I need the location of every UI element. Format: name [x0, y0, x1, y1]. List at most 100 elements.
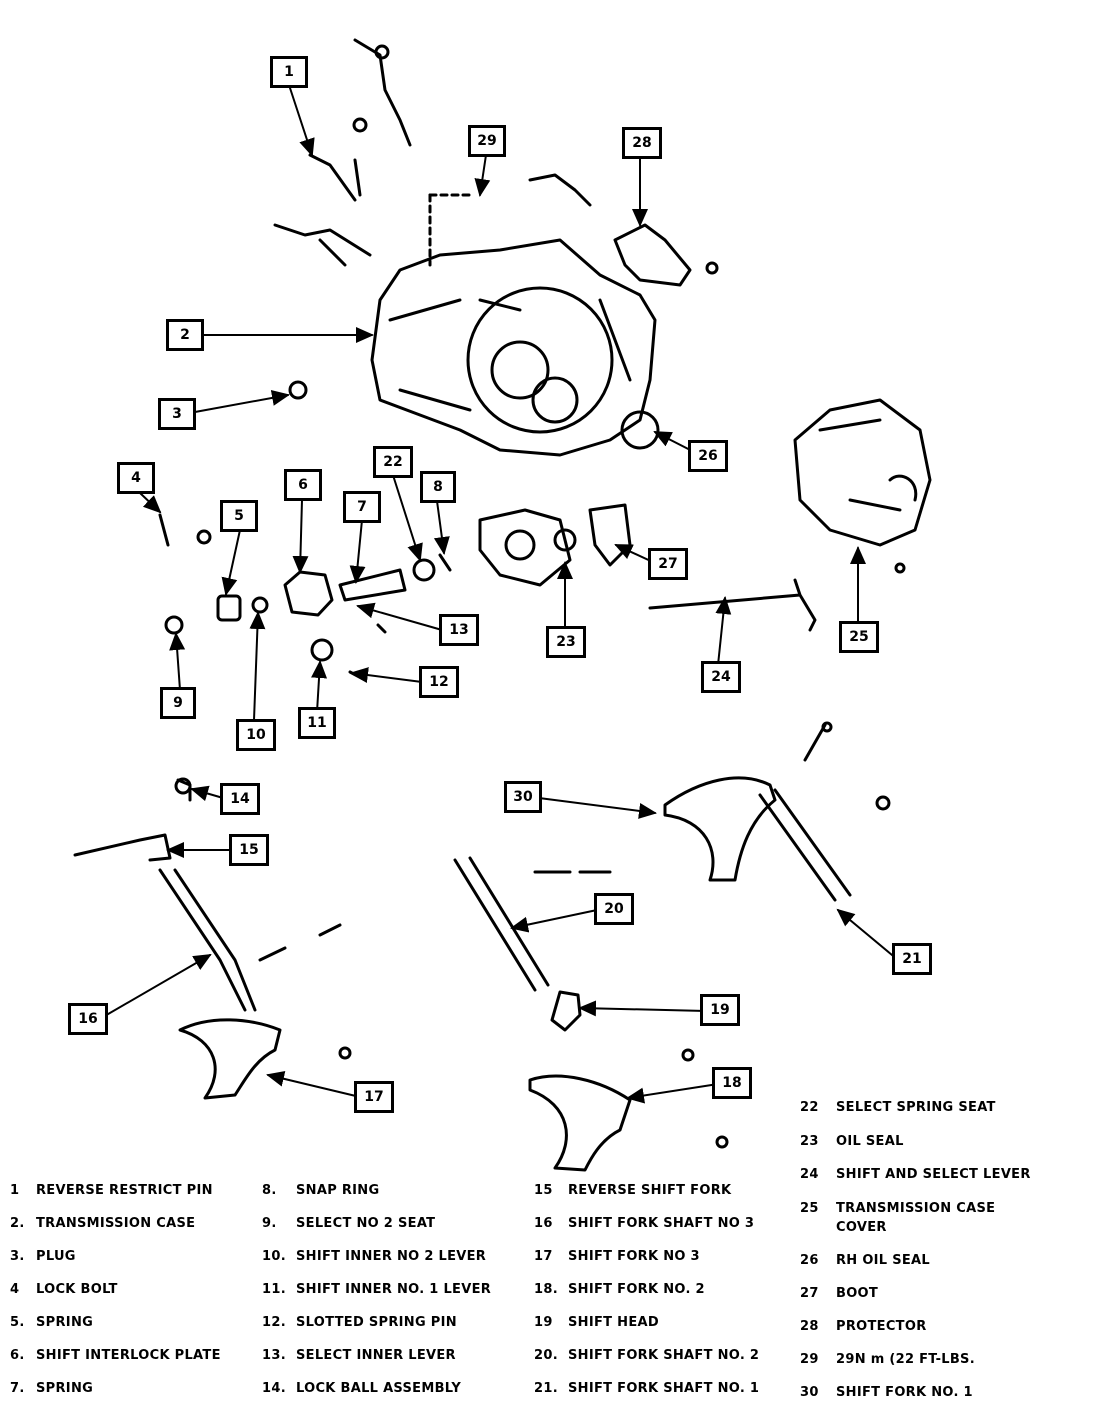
legend-item-text: SLOTTED SPRING PIN [296, 1315, 457, 1330]
legend-item: 24 [800, 1167, 819, 1182]
callout-4: 4 [117, 462, 155, 494]
case-cover-drawing [793, 398, 932, 547]
callout-6: 6 [284, 469, 322, 501]
legend-item-text: REVERSE RESTRICT PIN [36, 1183, 213, 1198]
legend-item-text: LOCK BALL ASSEMBLY [296, 1381, 462, 1396]
leader-arrows [102, 87, 899, 1104]
legend-item-text: PLUG [36, 1249, 76, 1264]
protector-drawing [528, 173, 719, 287]
callout-8: 8 [420, 471, 456, 503]
interlock-plate-drawing [283, 553, 452, 682]
legend-item: 10. [262, 1249, 286, 1264]
legend-item: 22 [800, 1100, 819, 1115]
legend-item-text: TRANSMISSION CASE [36, 1216, 196, 1231]
legend-item-text: SELECT SPRING SEAT [836, 1100, 996, 1115]
right-fork-assembly-drawing [663, 562, 906, 902]
callout-10: 10 [236, 719, 276, 751]
reverse-restrict-pin-drawing [273, 38, 412, 267]
legend-item: 13. [262, 1348, 286, 1363]
legend-item: 28 [800, 1319, 819, 1334]
legend-item-text: SHIFT INTERLOCK PLATE [36, 1348, 221, 1363]
callout-25: 25 [839, 621, 879, 653]
legend-item: 5. [10, 1315, 25, 1330]
callout-5: 5 [220, 500, 258, 532]
legend-item-text: SHIFT INNER NO 2 LEVER [296, 1249, 487, 1264]
legend-item-text: RH OIL SEAL [836, 1253, 931, 1268]
callout-9: 9 [160, 687, 196, 719]
legend-item: 27 [800, 1286, 819, 1301]
legend-item-text: COVER [836, 1220, 887, 1235]
legend-item-text: TRANSMISSION CASE [836, 1201, 996, 1216]
legend-item-text: SHIFT FORK NO 3 [568, 1249, 700, 1264]
shift-select-lever-drawing [648, 578, 817, 632]
legend-item: 17 [534, 1249, 553, 1264]
legend-item-text: SHIFT FORK SHAFT NO. 2 [568, 1348, 760, 1363]
callout-24: 24 [701, 661, 741, 693]
legend-item: 1 [10, 1183, 20, 1198]
legend-item-text: SHIFT AND SELECT LEVER [836, 1167, 1031, 1182]
legend-item-text: SHIFT FORK NO. 1 [836, 1385, 973, 1400]
legend-item: 30 [800, 1385, 819, 1400]
legend-item: 23 [800, 1134, 819, 1149]
lock-bolt-spring-drawing [158, 513, 269, 635]
callout-28: 28 [622, 127, 662, 159]
callout-23: 23 [546, 626, 586, 658]
legend-item: 7. [10, 1381, 25, 1396]
callout-18: 18 [712, 1067, 752, 1099]
legend-item: 29 [800, 1352, 819, 1367]
legend-item-text: REVERSE SHIFT FORK [568, 1183, 732, 1198]
callout-21: 21 [892, 943, 932, 975]
legend-item-text: SHIFT FORK SHAFT NO. 1 [568, 1381, 760, 1396]
legend-item: 11. [262, 1282, 286, 1297]
legend-item: 8. [262, 1183, 277, 1198]
callout-26: 26 [688, 440, 728, 472]
legend-item-text: PROTECTOR [836, 1319, 927, 1334]
legend-item: 19 [534, 1315, 553, 1330]
middle-fork-assembly-drawing [453, 856, 729, 1172]
legend-item: 16 [534, 1216, 553, 1231]
callout-17: 17 [354, 1081, 394, 1113]
legend-item-text: SELECT INNER LEVER [296, 1348, 456, 1363]
callout-14: 14 [220, 783, 260, 815]
legend-item-text: SHIFT HEAD [568, 1315, 659, 1330]
legend-item: 18. [534, 1282, 558, 1297]
legend-item: 15 [534, 1183, 553, 1198]
callout-20: 20 [594, 893, 634, 925]
legend-item-text: OIL SEAL [836, 1134, 904, 1149]
legend-item: 21. [534, 1381, 558, 1396]
callout-22: 22 [373, 446, 413, 478]
legend-item-text: LOCK BOLT [36, 1282, 118, 1297]
callout-11: 11 [298, 707, 336, 739]
left-fork-assembly-drawing [73, 777, 352, 1100]
callout-29: 29 [468, 125, 506, 157]
legend-item: 6. [10, 1348, 25, 1363]
callout-19: 19 [700, 994, 740, 1026]
legend-item-text: SHIFT INNER NO. 1 LEVER [296, 1282, 492, 1297]
legend-item-text: SNAP RING [296, 1183, 380, 1198]
plug-drawing [288, 380, 308, 400]
legend-item-text: SPRING [36, 1381, 94, 1396]
legend-item: 9. [262, 1216, 277, 1231]
oil-seal-housing-drawing [478, 503, 632, 587]
callout-2: 2 [166, 319, 204, 351]
callout-27: 27 [648, 548, 688, 580]
legend-item: 2. [10, 1216, 25, 1231]
legend-item: 25 [800, 1201, 819, 1216]
legend-item-text: SPRING [36, 1315, 94, 1330]
legend-item-text: BOOT [836, 1286, 879, 1301]
legend-item: 14. [262, 1381, 286, 1396]
legend-item-text: 29N m (22 FT-LBS. [836, 1352, 975, 1367]
callout-15: 15 [229, 834, 269, 866]
callout-13: 13 [439, 614, 479, 646]
callout-7: 7 [343, 491, 381, 523]
rh-oil-seal-drawing [620, 410, 660, 450]
callout-16: 16 [68, 1003, 108, 1035]
callout-1: 1 [270, 56, 308, 88]
legend-item-text: SHIFT FORK SHAFT NO 3 [568, 1216, 755, 1231]
legend-item: 20. [534, 1348, 558, 1363]
legend-item: 26 [800, 1253, 819, 1268]
callout-30: 30 [504, 781, 542, 813]
callout-3: 3 [158, 398, 196, 430]
